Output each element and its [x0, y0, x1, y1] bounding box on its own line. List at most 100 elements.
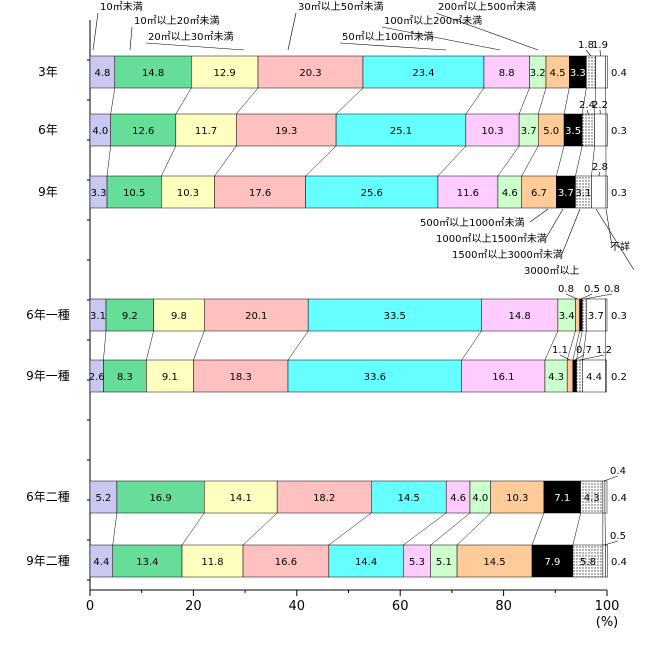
legend-label-500-1000: 500㎡以上1000㎡未満 — [420, 217, 525, 229]
bar-seg-4-6 — [481, 298, 559, 332]
bar-seg-1-2 — [114, 55, 192, 89]
connector-line — [461, 330, 482, 361]
bar-seg-7-6 — [403, 544, 431, 578]
connector-line — [236, 87, 259, 115]
seg-label-6-3: 14.1 — [230, 493, 252, 504]
bar-seg-2-12 — [605, 113, 608, 147]
bar-seg-5-12 — [605, 359, 607, 393]
legend-leader — [545, 208, 564, 239]
callout-line — [586, 109, 589, 115]
seg-label-1-5: 23.4 — [412, 68, 434, 79]
callout-line — [574, 354, 585, 361]
row-label: 6年 — [38, 123, 58, 137]
bar-seg-5-9 — [572, 359, 577, 393]
x-tick-label: 0 — [86, 599, 94, 614]
ext-label-4-10: 0.8 — [604, 284, 620, 295]
bar-seg-6-9 — [543, 480, 581, 514]
legend-leader — [145, 42, 245, 51]
seg-label-4-7: 3.4 — [559, 311, 575, 322]
seg-label-6-6: 4.6 — [450, 493, 466, 504]
connector-line — [335, 87, 364, 115]
seg-label-6-9: 7.1 — [554, 493, 570, 504]
ext-label-3-11: 2.8 — [592, 162, 608, 173]
bar-seg-3-6 — [437, 175, 499, 209]
connector-line — [497, 145, 520, 177]
seg-label-2-6: 10.3 — [481, 126, 503, 137]
seg-label-4-11: 3.7 — [588, 311, 604, 322]
legend-leader — [435, 12, 539, 51]
bar-seg-6-12 — [604, 480, 608, 514]
legend-label-1500-3000: 1500㎡以上3000㎡未満 — [452, 249, 563, 261]
seg-label-3-9: 3.7 — [558, 188, 574, 199]
seg-label-6-2: 16.9 — [149, 493, 171, 504]
bar-seg-7-7 — [430, 544, 458, 578]
bar-seg-2-10 — [581, 113, 595, 147]
legend-label-30-50: 30㎡以上50㎡未満 — [298, 1, 383, 13]
row-label: 3年 — [38, 65, 58, 79]
connector-line — [456, 512, 491, 546]
legend-label-1000-1500: 1000㎡以上1500㎡未満 — [436, 233, 547, 245]
callout-line — [599, 49, 601, 57]
connector-line — [566, 330, 576, 361]
x-tick-label: 40 — [289, 599, 306, 614]
seg-label-6-7: 4.0 — [472, 493, 488, 504]
bar-seg-6-2 — [116, 480, 205, 514]
legend-leader — [381, 26, 501, 51]
seg-label-4-12: 0.3 — [611, 311, 627, 322]
seg-label-3-3: 10.3 — [177, 188, 199, 199]
seg-label-1-8: 4.5 — [550, 68, 566, 79]
legend-leader — [595, 208, 635, 271]
bar-seg-4-10 — [581, 298, 587, 332]
callout-line — [584, 293, 613, 300]
row-label: 9年一種 — [26, 369, 70, 383]
callout-line — [580, 293, 593, 300]
seg-label-3-10: 3.1 — [576, 188, 592, 199]
seg-label-4-5: 33.5 — [384, 311, 406, 322]
seg-label-2-2: 12.6 — [132, 126, 154, 137]
bar-seg-7-8 — [456, 544, 533, 578]
bar-seg-1-5 — [362, 55, 485, 89]
seg-label-7-10: 5.8 — [580, 557, 596, 568]
legend-label-20-30: 20㎡以上30㎡未満 — [148, 31, 233, 43]
seg-label-7-9: 7.9 — [545, 557, 561, 568]
connector-line — [242, 512, 278, 546]
callout-line — [603, 475, 619, 482]
seg-label-1-9: 3.3 — [570, 68, 586, 79]
seg-label-7-12: 0.4 — [611, 557, 627, 568]
callout-line — [585, 49, 592, 57]
connector-line — [604, 512, 606, 546]
seg-label-1-3: 12.9 — [214, 68, 236, 79]
seg-label-2-8: 5.0 — [543, 126, 559, 137]
bar-seg-1-6 — [483, 55, 530, 89]
bar-seg-4-5 — [307, 298, 482, 332]
seg-label-6-12: 0.4 — [611, 493, 627, 504]
bar-seg-4-8 — [575, 298, 580, 332]
seg-label-6-8: 10.3 — [506, 493, 528, 504]
seg-label-1-7: 3.2 — [530, 68, 546, 79]
bar-seg-3-5 — [305, 175, 439, 209]
connector-line — [305, 145, 337, 177]
legend-leader — [561, 208, 581, 255]
bar-seg-1-4 — [257, 55, 364, 89]
seg-label-6-10: 4.3 — [584, 493, 600, 504]
bar-seg-6-4 — [276, 480, 372, 514]
bar-seg-3-12 — [605, 175, 608, 209]
connector-line — [214, 145, 237, 177]
callout-line — [604, 540, 619, 546]
seg-label-5-7: 4.3 — [548, 372, 564, 383]
x-tick-label: 60 — [392, 599, 409, 614]
connector-line — [403, 512, 447, 546]
connector-line — [465, 87, 485, 115]
bar-seg-2-6 — [465, 113, 520, 147]
seg-label-3-4: 17.6 — [249, 188, 271, 199]
seg-label-5-4: 18.3 — [230, 372, 252, 383]
bar-seg-4-12 — [605, 298, 608, 332]
connector-line — [591, 145, 595, 177]
bar-seg-7-12 — [605, 544, 608, 578]
legend-leader — [529, 208, 549, 223]
legend-leader — [129, 26, 133, 51]
callout-line — [598, 171, 601, 177]
connector-line — [572, 512, 581, 546]
seg-label-2-12: 0.3 — [611, 126, 627, 137]
bar-seg-3-3 — [161, 175, 215, 209]
